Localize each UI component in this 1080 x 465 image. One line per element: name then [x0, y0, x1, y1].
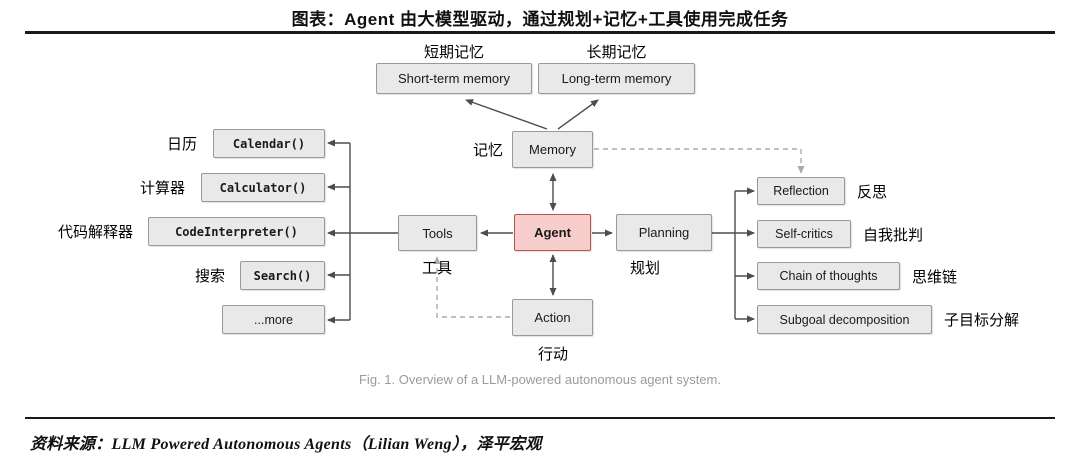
calculator-label-cn: 计算器	[139, 180, 185, 197]
action-label-cn: 行动	[537, 345, 568, 363]
planning-node: Planning	[616, 214, 712, 251]
search-node: Search()	[240, 261, 325, 290]
subgoal-decomposition-node: Subgoal decomposition	[757, 305, 932, 334]
planning-label-cn: 规划	[629, 259, 660, 277]
chain-of-thoughts-node: Chain of thoughts	[757, 262, 900, 290]
reflection-node: Reflection	[757, 177, 845, 205]
source-note: 资料来源：LLM Powered Autonomous Agents（Lilia…	[30, 436, 542, 453]
tools-node: Tools	[398, 215, 477, 251]
code-interpreter-label-cn: 代码解释器	[57, 224, 133, 241]
reflection-label-cn: 反思	[857, 183, 888, 201]
tools-label-cn: 工具	[421, 259, 452, 277]
figure-title: 图表：Agent 由大模型驱动，通过规划+记忆+工具使用完成任务	[291, 10, 789, 29]
self-critics-label-cn: 自我批判	[863, 226, 924, 244]
subgoal-decomposition-label-cn: 子目标分解	[944, 312, 1020, 329]
memory-node: Memory	[512, 131, 593, 168]
footer-divider	[25, 417, 1055, 419]
memory-label-cn: 记忆	[472, 142, 503, 159]
self-critics-node: Self-critics	[757, 220, 851, 248]
long-term-memory-node: Long-term memory	[538, 63, 695, 94]
title-divider	[25, 31, 1055, 34]
chain-of-thoughts-label-cn: 思维链	[912, 268, 958, 286]
long-term-memory-label-cn: 长期记忆	[586, 43, 647, 61]
more-tools-node: ...more	[222, 305, 325, 334]
figure-caption: Fig. 1. Overview of a LLM-powered autono…	[358, 372, 721, 387]
calendar-label-cn: 日历	[166, 136, 197, 153]
action-node: Action	[512, 299, 593, 336]
short-term-memory-node: Short-term memory	[376, 63, 532, 94]
calendar-node: Calendar()	[213, 129, 325, 158]
short-term-memory-label-cn: 短期记忆	[423, 43, 484, 61]
code-interpreter-node: CodeInterpreter()	[148, 217, 325, 246]
calculator-node: Calculator()	[201, 173, 325, 202]
search-label-cn: 搜索	[194, 268, 225, 285]
agent-node: Agent	[514, 214, 591, 251]
